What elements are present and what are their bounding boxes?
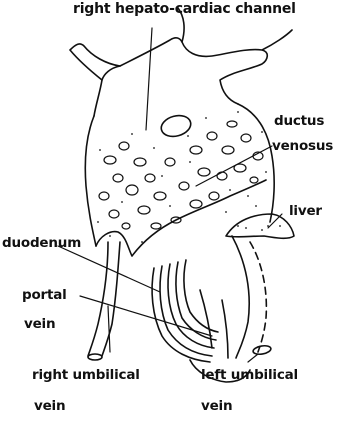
right-umbilical-end bbox=[88, 354, 102, 360]
liver-outline bbox=[85, 104, 274, 246]
right-umbilical-vein bbox=[88, 242, 120, 356]
label-portal: portal bbox=[22, 289, 67, 303]
label-right-umbilical-vein: vein bbox=[34, 400, 65, 414]
left-umbilical-end bbox=[252, 344, 271, 355]
ductus-body bbox=[96, 180, 266, 256]
label-venosus: venosus bbox=[272, 140, 333, 154]
duodenum-loops bbox=[152, 260, 218, 362]
label-portal-vein: vein bbox=[24, 318, 55, 332]
leader-hepato-cardiac bbox=[146, 28, 152, 130]
leader-left-umbilical bbox=[248, 354, 258, 362]
leader-duodenum bbox=[58, 246, 160, 292]
hepatic-vein-branches bbox=[70, 30, 292, 116]
label-ductus: ductus bbox=[274, 115, 324, 129]
left-umbilical-vein-outer bbox=[232, 236, 249, 358]
label-left-umbilical: left umbilical bbox=[201, 369, 298, 383]
left-umbilical-vein bbox=[250, 242, 266, 352]
label-right-umbilical: right umbilical bbox=[32, 369, 140, 383]
label-duodenum: duodenum bbox=[2, 237, 81, 251]
label-left-umbilical-vein: vein bbox=[201, 400, 232, 414]
label-hepato-cardiac-channel: right hepato-cardiac channel bbox=[73, 2, 296, 16]
liver-tissue-cells bbox=[99, 121, 263, 229]
liver-lobe bbox=[226, 214, 294, 238]
leader-ductus-venosus bbox=[196, 146, 272, 186]
leader-right-umbilical bbox=[108, 306, 110, 352]
label-liver: liver bbox=[289, 205, 322, 219]
vessel-inner-branch bbox=[102, 8, 184, 80]
